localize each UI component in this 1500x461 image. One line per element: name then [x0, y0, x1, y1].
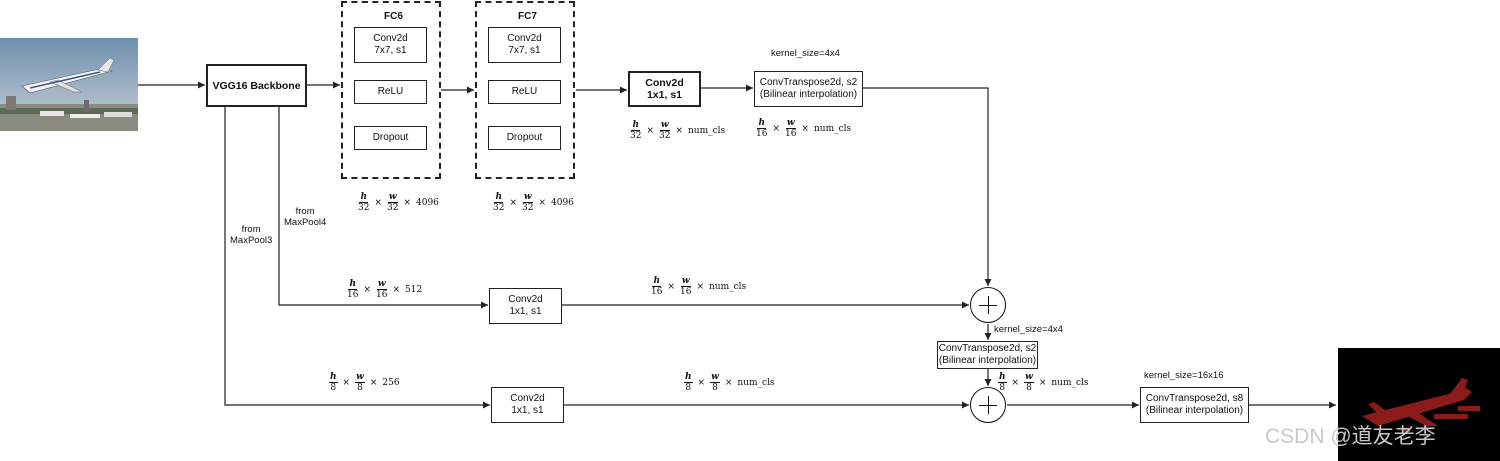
fc6-title: FC6	[384, 11, 403, 22]
score-pool4-conv2d: Conv2d 1x1, s1	[489, 288, 562, 324]
output-segmentation	[1338, 348, 1500, 461]
upscore2-convtranspose: ConvTranspose2d, s2 (Bilinear interpolat…	[754, 71, 863, 107]
upscore-pool4-convtranspose: ConvTranspose2d, s2 (Bilinear interpolat…	[937, 341, 1038, 369]
fc7-conv2d-line1: Conv2d	[507, 33, 542, 44]
fc6-conv2d-line2: 7x7, s1	[374, 45, 407, 56]
from-maxpool3-line1: from	[241, 224, 261, 235]
fc7-dropout-label: Dropout	[506, 132, 543, 143]
upscore2-kernel: kernel_size=4x4	[771, 48, 840, 59]
fc7-title: FC7	[518, 11, 537, 22]
score-pool4-line1: Conv2d	[508, 294, 543, 305]
from-maxpool4-line1: from	[295, 206, 315, 217]
fc6-relu-label: ReLU	[377, 86, 404, 97]
csdn-watermark: CSDN @道友老李	[1265, 425, 1436, 448]
fc7-dropout: Dropout	[488, 126, 561, 150]
score-pool3-line2: 1x1, s1	[511, 405, 544, 416]
fuse-pool4-sum	[970, 287, 1006, 323]
upscore-pool4-line1: ConvTranspose2d, s2	[938, 343, 1037, 354]
upscore-pool4-kernel: kernel_size=4x4	[994, 324, 1063, 335]
input-image	[0, 38, 138, 131]
fc7-conv2d: Conv2d 7x7, s1	[488, 27, 561, 63]
from-maxpool3-line2: MaxPool3	[230, 235, 273, 246]
upscore8-convtranspose: ConvTranspose2d, s8 (Bilinear interpolat…	[1140, 387, 1249, 423]
from-maxpool4-label: from MaxPool4	[284, 206, 326, 228]
from-maxpool4-line2: MaxPool4	[284, 217, 327, 228]
score-fr-conv2d: Conv2d 1x1, s1	[628, 71, 701, 107]
vgg16-backbone-label: VGG16 Backbone	[212, 79, 301, 92]
fc7-relu-label: ReLU	[511, 86, 538, 97]
fc6-dropout-label: Dropout	[372, 132, 409, 143]
fc6-relu: ReLU	[354, 80, 427, 104]
fuse-pool3-sum	[970, 387, 1006, 423]
score-pool3-line1: Conv2d	[510, 393, 545, 404]
fc6-conv2d-line1: Conv2d	[373, 33, 408, 44]
from-maxpool3-label: from MaxPool3	[230, 224, 272, 246]
upscore8-line1: ConvTranspose2d, s8	[1145, 393, 1244, 404]
upscore2-line2: (Bilinear interpolation)	[759, 89, 858, 100]
fc6-conv2d: Conv2d 7x7, s1	[354, 27, 427, 63]
fc7-relu: ReLU	[488, 80, 561, 104]
upscore2-line1: ConvTranspose2d, s2	[759, 77, 858, 88]
score-pool3-conv2d: Conv2d 1x1, s1	[491, 387, 564, 423]
upscore8-line2: (Bilinear interpolation)	[1145, 405, 1244, 416]
fc6-group	[341, 1, 441, 179]
upscore8-kernel: kernel_size=16x16	[1144, 370, 1224, 381]
upscore-pool4-line2: (Bilinear interpolation)	[938, 355, 1037, 366]
fc6-dropout: Dropout	[354, 126, 427, 150]
score-pool4-line2: 1x1, s1	[509, 306, 542, 317]
fc7-group	[475, 1, 575, 179]
score-fr-line2: 1x1, s1	[646, 89, 683, 101]
fc7-conv2d-line2: 7x7, s1	[508, 45, 541, 56]
vgg16-backbone: VGG16 Backbone	[206, 64, 307, 107]
score-fr-line1: Conv2d	[645, 77, 684, 89]
